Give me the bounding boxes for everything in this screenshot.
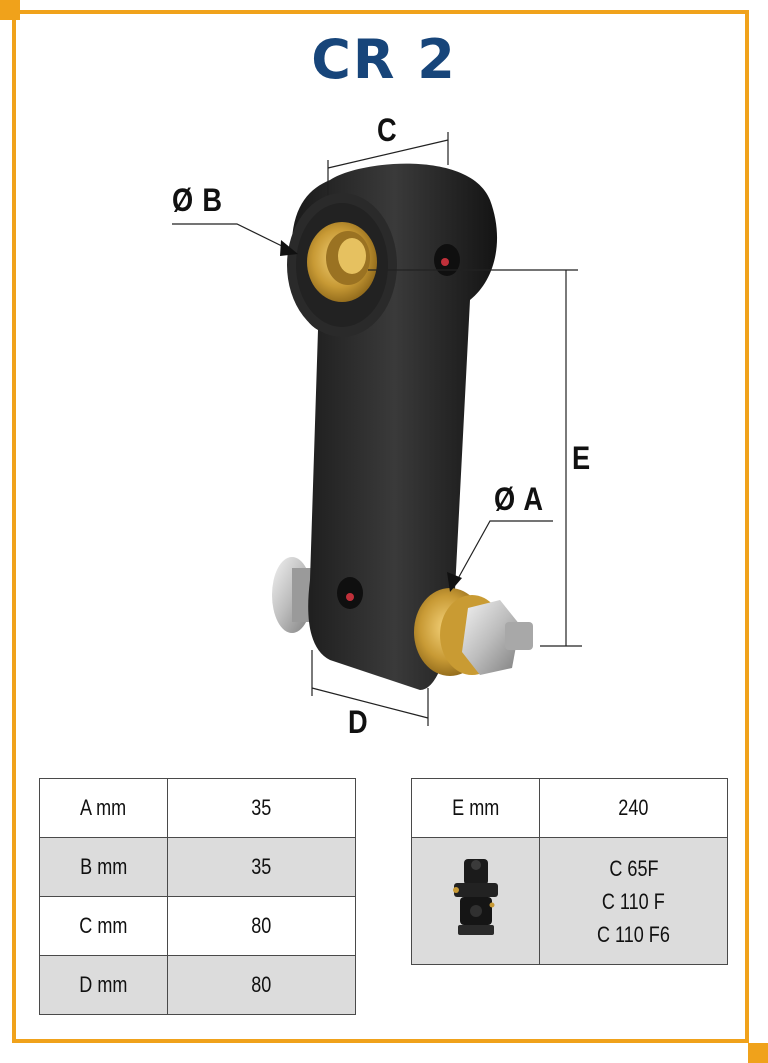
row-label-a: A mm — [39, 778, 168, 838]
row-label-d: D mm — [39, 955, 168, 1015]
grease-nipple-top — [434, 244, 460, 276]
row-value-a: 35 — [167, 778, 356, 838]
rotator-icon — [452, 859, 498, 935]
product-drawing — [172, 132, 582, 726]
dimension-label-d: D — [348, 704, 369, 740]
table-row: D mm 80 — [39, 955, 356, 1015]
row-label-e: E mm — [411, 778, 540, 838]
row-value-c: 80 — [167, 896, 356, 956]
bottom-joint — [414, 588, 533, 676]
row-value-e: 240 — [539, 778, 728, 838]
dimension-label-e: E — [572, 440, 591, 476]
model-item: C 110 F — [602, 888, 665, 914]
row-label-b: B mm — [39, 837, 168, 897]
table-row: C mm 80 — [39, 896, 356, 956]
dimension-label-b: Ø B — [172, 182, 223, 218]
corner-marker-bottom-right — [748, 1043, 768, 1063]
model-item: C 65F — [608, 855, 659, 881]
rotator-image-cell — [411, 837, 540, 965]
arrow-b — [280, 240, 298, 256]
row-value-d: 80 — [167, 955, 356, 1015]
spec-table-right: E mm 240 C 65F C 110 F C 110 F6 — [411, 778, 728, 965]
table-row: B mm 35 — [39, 837, 356, 897]
grease-nipple-bottom — [337, 577, 363, 609]
top-bushing — [307, 222, 377, 302]
table-row: E mm 240 — [411, 778, 728, 838]
page-title: CR 2 — [311, 28, 457, 91]
spec-table-left: A mm 35 B mm 35 C mm 80 D mm 80 — [39, 778, 356, 1015]
dimension-label-a: Ø A — [494, 481, 544, 517]
arrow-a — [447, 572, 462, 592]
row-value-b: 35 — [167, 837, 356, 897]
dimension-label-c: C — [377, 112, 398, 148]
compatible-models: C 65F C 110 F C 110 F6 — [539, 837, 728, 965]
model-item: C 110 F6 — [597, 921, 670, 947]
corner-marker-top-left — [0, 0, 20, 20]
table-row: C 65F C 110 F C 110 F6 — [411, 837, 728, 965]
page-frame — [12, 10, 749, 1043]
dimension-lines — [172, 132, 582, 726]
row-label-c: C mm — [39, 896, 168, 956]
table-row: A mm 35 — [39, 778, 356, 838]
